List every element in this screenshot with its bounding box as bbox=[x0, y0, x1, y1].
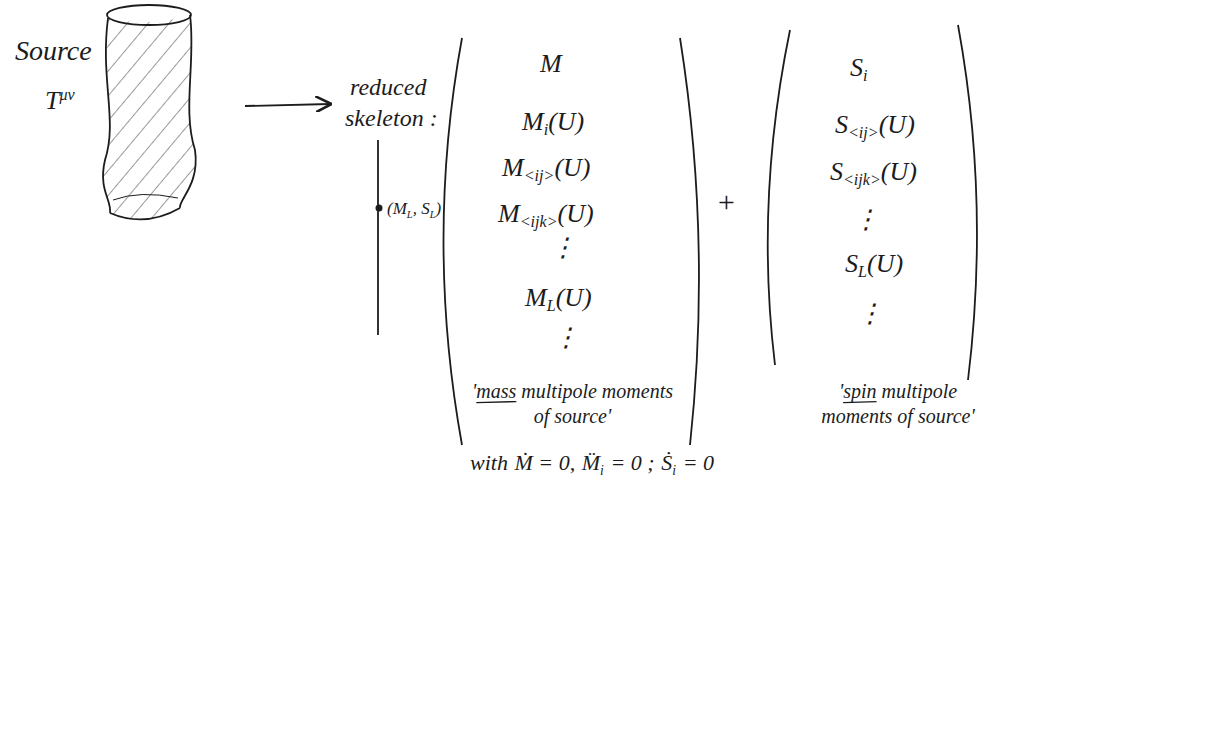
label-text: S bbox=[830, 157, 843, 186]
label-text: reduced bbox=[350, 74, 426, 100]
column-brackets bbox=[444, 25, 977, 445]
math-expression: S<ij>(U) bbox=[835, 112, 915, 142]
note-block: 'spin multipole moments of source' bbox=[808, 379, 988, 429]
math-expression: skeleton : bbox=[345, 106, 438, 130]
math-expression: ⋮ bbox=[853, 207, 879, 233]
math-expression: + bbox=[716, 187, 736, 217]
worldline bbox=[377, 140, 379, 335]
label-text: + bbox=[716, 185, 736, 218]
subscript-text: L bbox=[858, 263, 867, 280]
subscript-text: L bbox=[407, 209, 413, 220]
label-text: with bbox=[470, 450, 508, 475]
subscript-text: i bbox=[863, 67, 867, 84]
label-text: 'spin multipole moments of source' bbox=[821, 380, 975, 427]
math-expression: ⋮ bbox=[553, 325, 579, 351]
math-expression: Tμν bbox=[45, 87, 75, 115]
subscript-text: L bbox=[430, 209, 436, 220]
math-expression: Mi(U) bbox=[522, 109, 584, 139]
label-text: S bbox=[845, 249, 858, 278]
subscript-text: i bbox=[544, 121, 548, 138]
math-expression: SL(U) bbox=[845, 251, 903, 281]
label-text: ⋮ bbox=[550, 233, 576, 262]
worldline-point bbox=[376, 205, 383, 212]
note-block: 'mass multipole moments of source' bbox=[470, 379, 675, 429]
map-arrow bbox=[245, 104, 330, 106]
math-expression: ML(U) bbox=[525, 285, 592, 315]
math-expression: S<ijk>(U) bbox=[830, 159, 917, 189]
math-expression: ⋮ bbox=[857, 301, 883, 327]
label-text: T bbox=[45, 86, 59, 115]
label-text: ) bbox=[436, 199, 442, 218]
subscript-text: <ijk> bbox=[520, 213, 558, 230]
label-text: Ṁ = 0, bbox=[515, 450, 576, 475]
label-text: ⋮ bbox=[857, 299, 883, 328]
underline-marks bbox=[476, 402, 876, 403]
label-text: (M bbox=[387, 199, 407, 218]
math-expression: M<ij>(U) bbox=[502, 155, 590, 185]
subscript-text: i bbox=[672, 463, 676, 478]
subscript-text: L bbox=[547, 297, 556, 314]
math-expression: M<ijk>(U) bbox=[498, 201, 594, 231]
label-text: (U) bbox=[881, 157, 917, 186]
label-text: (U) bbox=[556, 283, 592, 312]
label-text: M bbox=[540, 49, 562, 78]
math-expression: M bbox=[540, 51, 562, 77]
label-text: M bbox=[498, 199, 520, 228]
label-text: S bbox=[850, 53, 863, 82]
label-text: (U) bbox=[879, 110, 915, 139]
math-expression: reduced bbox=[350, 75, 426, 99]
math-expression: Source bbox=[15, 37, 92, 65]
label-text: ⋮ bbox=[553, 323, 579, 352]
subscript-text: i bbox=[600, 463, 604, 478]
label-text: , S bbox=[413, 199, 430, 218]
label-text: 'mass multipole moments of source' bbox=[472, 380, 673, 427]
subscript-text: <ijk> bbox=[843, 171, 881, 188]
label-text: S bbox=[835, 110, 848, 139]
label-text: M bbox=[525, 283, 547, 312]
label-text: (U) bbox=[554, 153, 590, 182]
subscript-text: <ij> bbox=[848, 124, 879, 141]
word-underline bbox=[843, 402, 876, 403]
label-text: M̈ bbox=[582, 450, 600, 475]
math-expression: Si bbox=[850, 55, 867, 85]
label-text: (U) bbox=[867, 249, 903, 278]
label-text: = 0 ; bbox=[610, 450, 654, 475]
label-text: ⋮ bbox=[853, 205, 879, 234]
label-text: = 0 bbox=[683, 450, 714, 475]
math-expression: ⋮ bbox=[550, 235, 576, 261]
source-tube bbox=[90, 0, 210, 235]
math-expression: withṀ = 0,M̈i= 0 ;Ṡi= 0 bbox=[470, 452, 714, 477]
label-text: Ṡ bbox=[661, 450, 672, 475]
subscript-text: <ij> bbox=[524, 167, 555, 184]
label-text: Source bbox=[15, 35, 92, 66]
label-text: (U) bbox=[558, 199, 594, 228]
label-text: M bbox=[522, 107, 544, 136]
math-expression: (ML, SL) bbox=[387, 200, 441, 220]
label-text: (U) bbox=[548, 107, 584, 136]
superscript-text: μν bbox=[59, 86, 74, 103]
word-underline bbox=[476, 402, 516, 403]
label-text: M bbox=[502, 153, 524, 182]
label-text: skeleton : bbox=[345, 105, 438, 131]
